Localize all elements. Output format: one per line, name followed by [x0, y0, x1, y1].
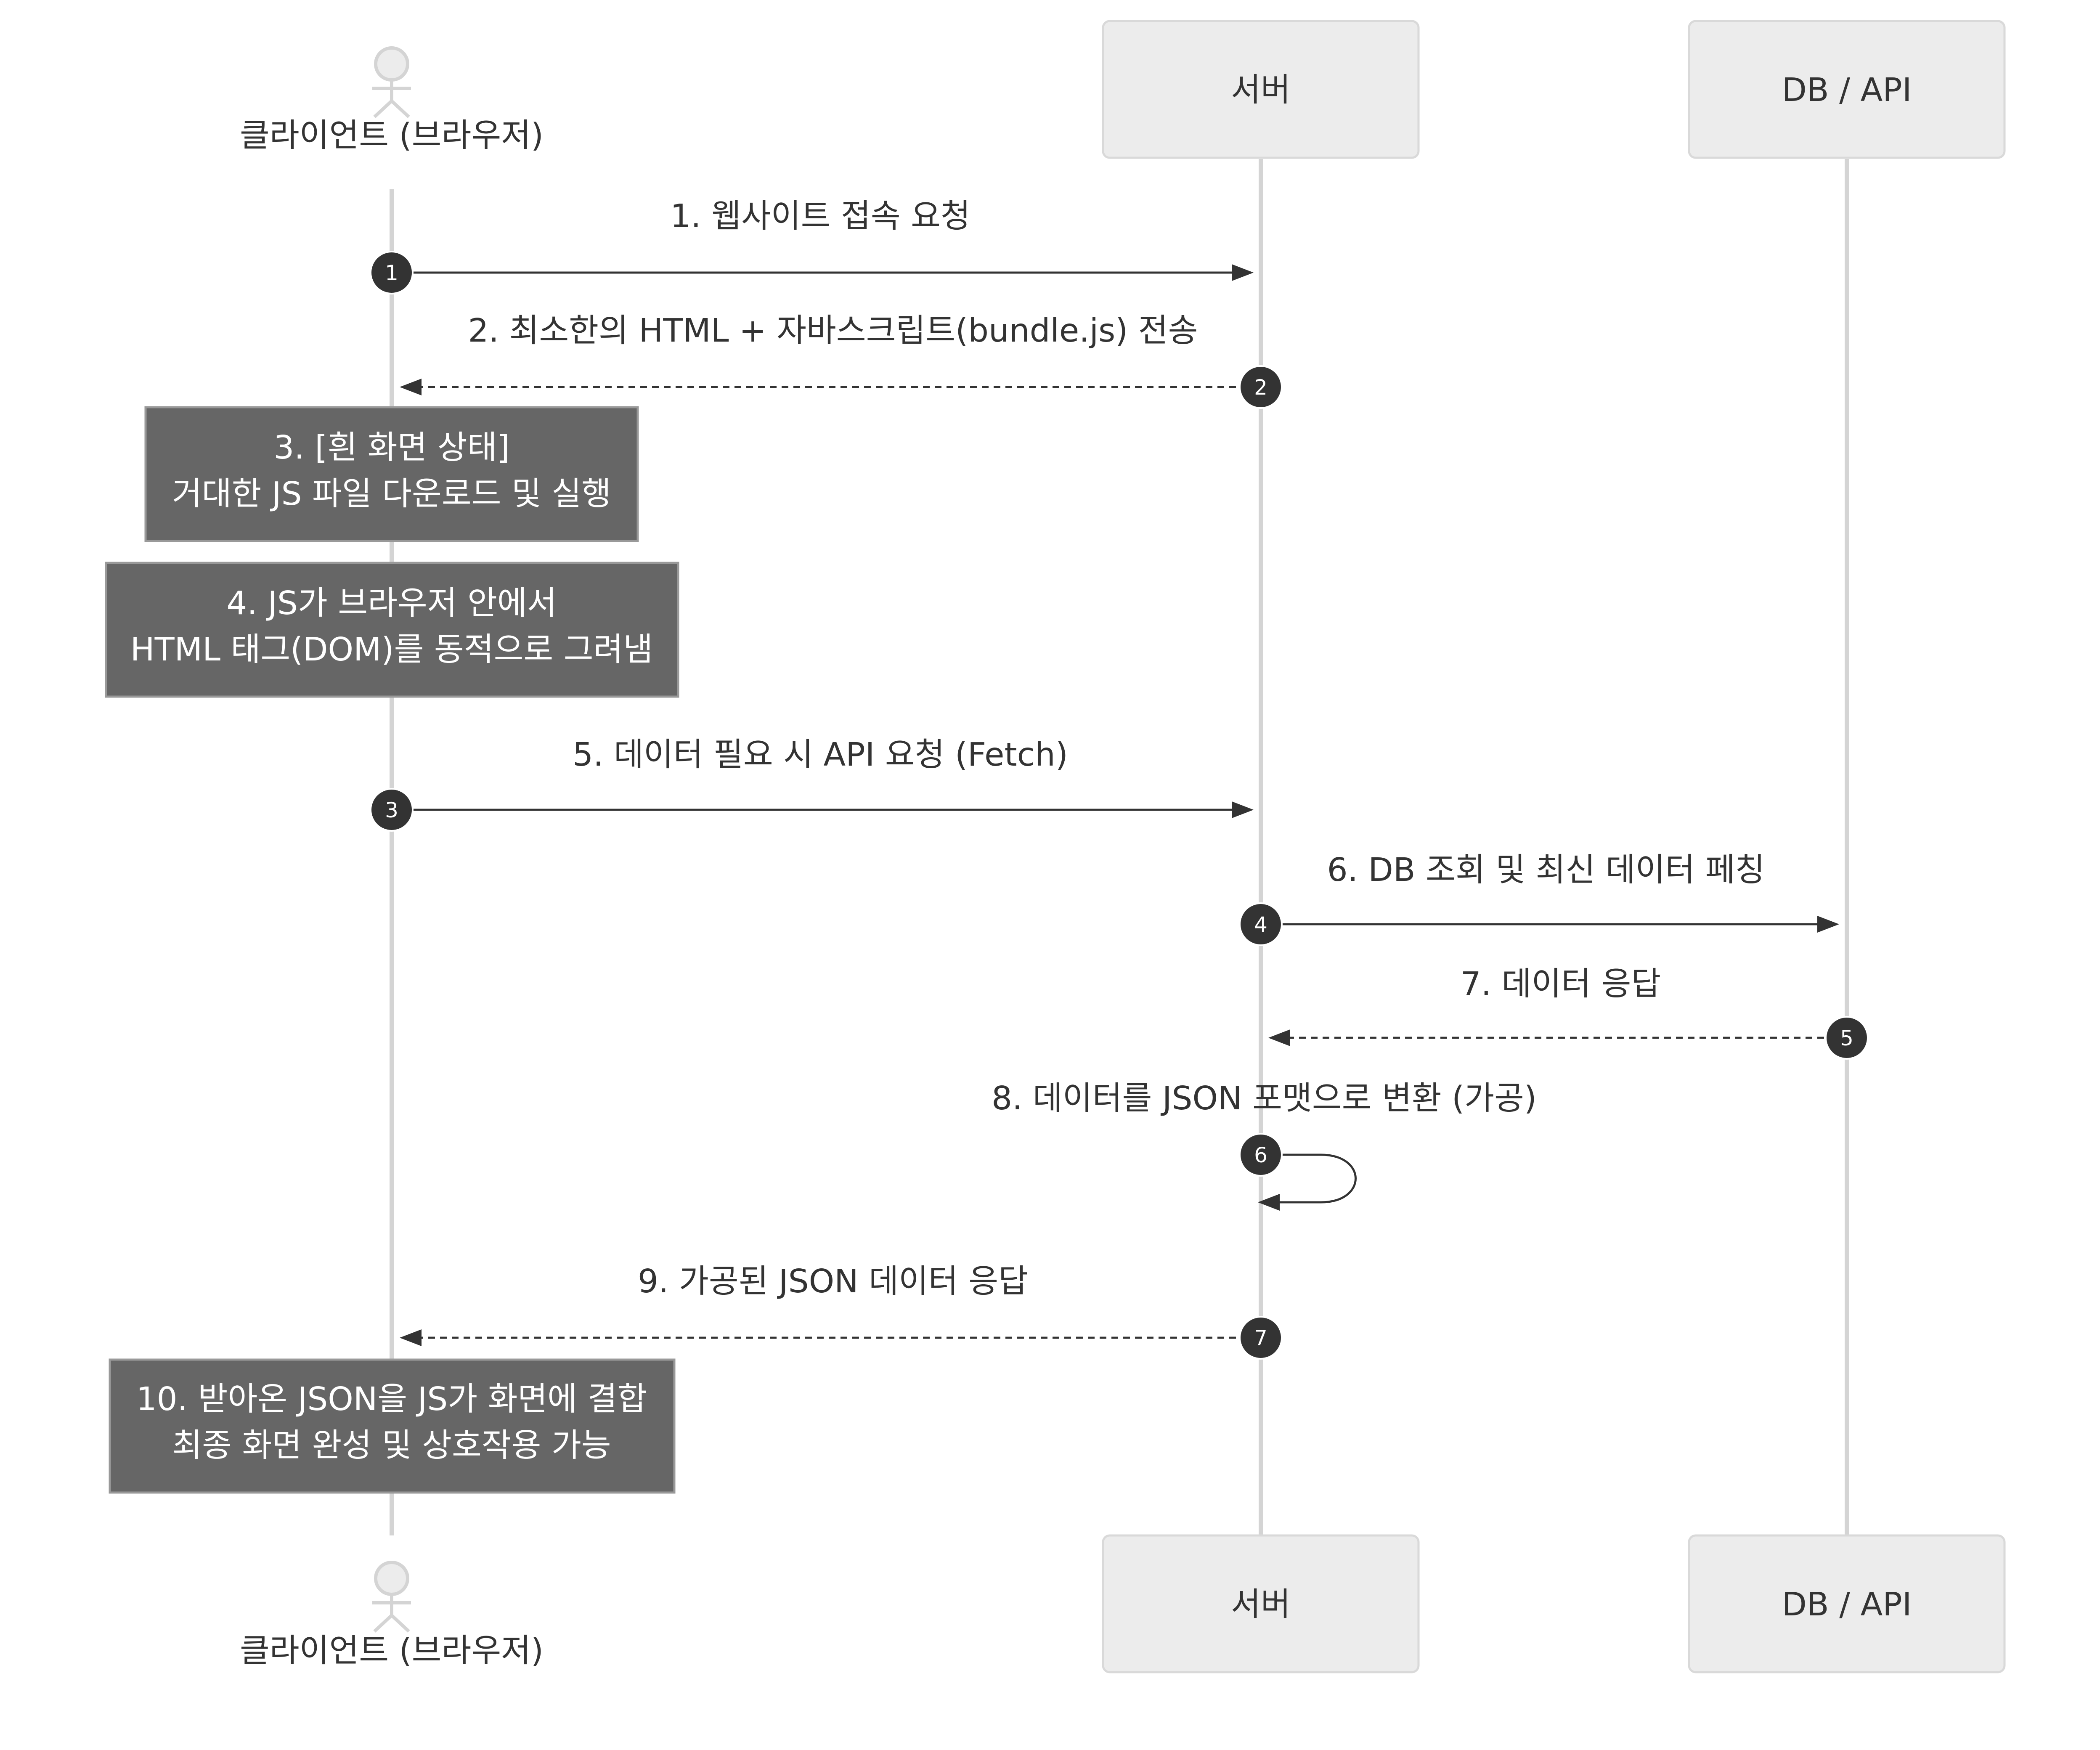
note-10: 10. 받아온 JSON을 JS가 화면에 결합 최종 화면 완성 및 상호작용… — [109, 1358, 676, 1494]
step-badge-4 — [1239, 902, 1283, 946]
step-badge-7 — [1239, 1316, 1283, 1360]
participant-client-label-bottom: 클라이언트 (브라우저) — [240, 1632, 544, 1670]
participant-db-bottom: DB / API — [1688, 1534, 2006, 1673]
message-9: 9. 가공된 JSON 데이터 응답 7 — [400, 1263, 1283, 1360]
message-1-label: 1. 웹사이트 접속 요청 — [670, 198, 970, 235]
participant-db-label: DB / API — [1782, 72, 1912, 109]
actor-icon — [372, 1561, 411, 1633]
note-4: 4. JS가 브라우저 안에서 HTML 태그(DOM)를 동적으로 그려냄 — [105, 562, 679, 698]
step-badge-1-label: 1 — [385, 261, 398, 285]
participant-server-bottom: 서버 — [1102, 1534, 1420, 1673]
participant-client-top: 클라이언트 (브라우저) — [240, 46, 544, 154]
message-6-label: 6. DB 조회 및 최신 데이터 페칭 — [1327, 851, 1765, 889]
arrow-left-icon — [1268, 1029, 1290, 1046]
participant-client-label: 클라이언트 (브라우저) — [240, 117, 544, 154]
note-10-line-1: 10. 받아온 JSON을 JS가 화면에 결합 — [136, 1381, 647, 1418]
step-badge-3 — [370, 788, 414, 832]
arrow-left-icon — [400, 379, 422, 395]
participant-client-bottom: 클라이언트 (브라우저) — [240, 1561, 544, 1670]
message-2-label: 2. 최소한의 HTML + 자바스크립트(bundle.js) 전송 — [468, 312, 1198, 350]
message-6: 6. DB 조회 및 최신 데이터 페칭 4 — [1239, 851, 1839, 946]
participant-server-box — [1102, 20, 1420, 159]
message-2: 2. 최소한의 HTML + 자바스크립트(bundle.js) 전송 2 — [400, 312, 1283, 409]
message-7-label: 7. 데이터 응답 — [1461, 965, 1661, 1003]
message-7: 7. 데이터 응답 5 — [1268, 965, 1869, 1060]
participant-db-box — [1688, 20, 2006, 159]
step-badge-1 — [370, 251, 414, 294]
step-badge-2-label: 2 — [1254, 375, 1267, 400]
note-10-line-2: 최종 화면 완성 및 상호작용 가능 — [172, 1427, 611, 1464]
note-3-line-1: 3. [흰 화면 상태] — [273, 429, 509, 467]
note-4-line-2: HTML 태그(DOM)를 동적으로 그려냄 — [130, 631, 653, 668]
arrow-left-icon — [1258, 1194, 1280, 1211]
participant-server-box-bottom — [1102, 1534, 1420, 1673]
arrow-left-icon — [400, 1329, 422, 1346]
step-badge-2 — [1239, 365, 1283, 409]
message-5-label: 5. 데이터 필요 시 API 요청 (Fetch) — [573, 736, 1068, 774]
note-3: 3. [흰 화면 상태] 거대한 JS 파일 다운로드 및 실행 — [144, 406, 639, 542]
arrow-right-icon — [1232, 264, 1254, 281]
step-badge-7-label: 7 — [1254, 1326, 1267, 1350]
actor-icon — [372, 46, 411, 118]
step-badge-6 — [1239, 1133, 1283, 1177]
participant-server-top: 서버 — [1102, 20, 1420, 159]
note-3-line-2: 거대한 JS 파일 다운로드 및 실행 — [172, 475, 611, 513]
message-8: 8. 데이터를 JSON 포맷으로 변환 (가공) 6 — [992, 1080, 1537, 1211]
note-4-line-1: 4. JS가 브라우저 안에서 — [226, 585, 557, 622]
step-badge-6-label: 6 — [1254, 1143, 1267, 1167]
participant-db-top: DB / API — [1688, 20, 2006, 159]
step-badge-5 — [1825, 1016, 1869, 1060]
participant-db-label-bottom: DB / API — [1782, 1586, 1912, 1623]
participant-server-label: 서버 — [1231, 72, 1291, 109]
message-8-label: 8. 데이터를 JSON 포맷으로 변환 (가공) — [992, 1080, 1537, 1117]
message-1: 1. 웹사이트 접속 요청 1 — [370, 198, 1254, 294]
arrow-right-icon — [1817, 916, 1839, 933]
message-5: 5. 데이터 필요 시 API 요청 (Fetch) 3 — [370, 736, 1254, 832]
step-badge-3-label: 3 — [385, 798, 398, 822]
participant-server-label-bottom: 서버 — [1231, 1586, 1291, 1623]
step-badge-4-label: 4 — [1254, 912, 1267, 937]
participant-db-box-bottom — [1688, 1534, 2006, 1673]
arrow-right-icon — [1232, 801, 1254, 818]
message-9-label: 9. 가공된 JSON 데이터 응답 — [638, 1263, 1028, 1300]
step-badge-5-label: 5 — [1840, 1026, 1853, 1050]
